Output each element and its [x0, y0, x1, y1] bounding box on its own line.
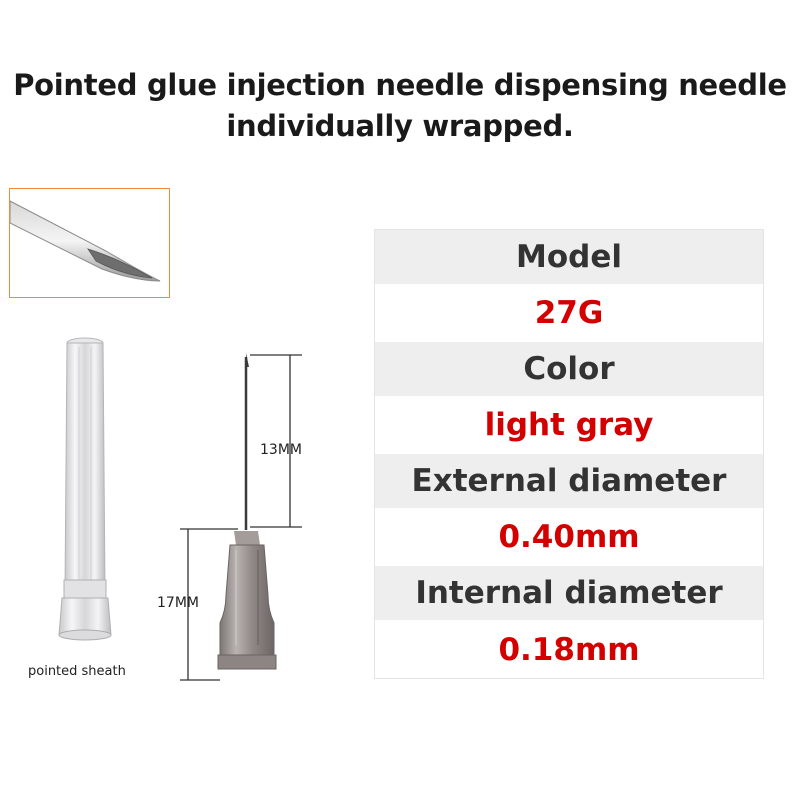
spec-header-model: Model [375, 230, 763, 286]
page-title-line-1: Pointed glue injection needle dispensing… [13, 68, 787, 102]
spec-header-external-diameter: External diameter [375, 454, 763, 510]
sheath-label: pointed sheath [28, 664, 126, 679]
length-17mm-label: 17MM [157, 595, 199, 611]
spec-table: Model 27G Color light gray External diam… [374, 229, 764, 679]
pointed-sheath-image [35, 335, 135, 669]
spec-value-internal-diameter: 0.18mm [375, 622, 763, 678]
spec-value-color: light gray [375, 398, 763, 454]
needle-tip-detail [9, 188, 170, 298]
length-13mm-label: 13MM [260, 442, 302, 458]
spec-value-model: 27G [375, 286, 763, 342]
needle-tip-closeup-icon [10, 200, 161, 282]
page-title-line-2: individually wrapped. [226, 109, 574, 143]
spec-header-color: Color [375, 342, 763, 398]
spec-header-internal-diameter: Internal diameter [375, 566, 763, 622]
spec-value-external-diameter: 0.40mm [375, 510, 763, 566]
dispensing-needle-image [150, 345, 310, 694]
